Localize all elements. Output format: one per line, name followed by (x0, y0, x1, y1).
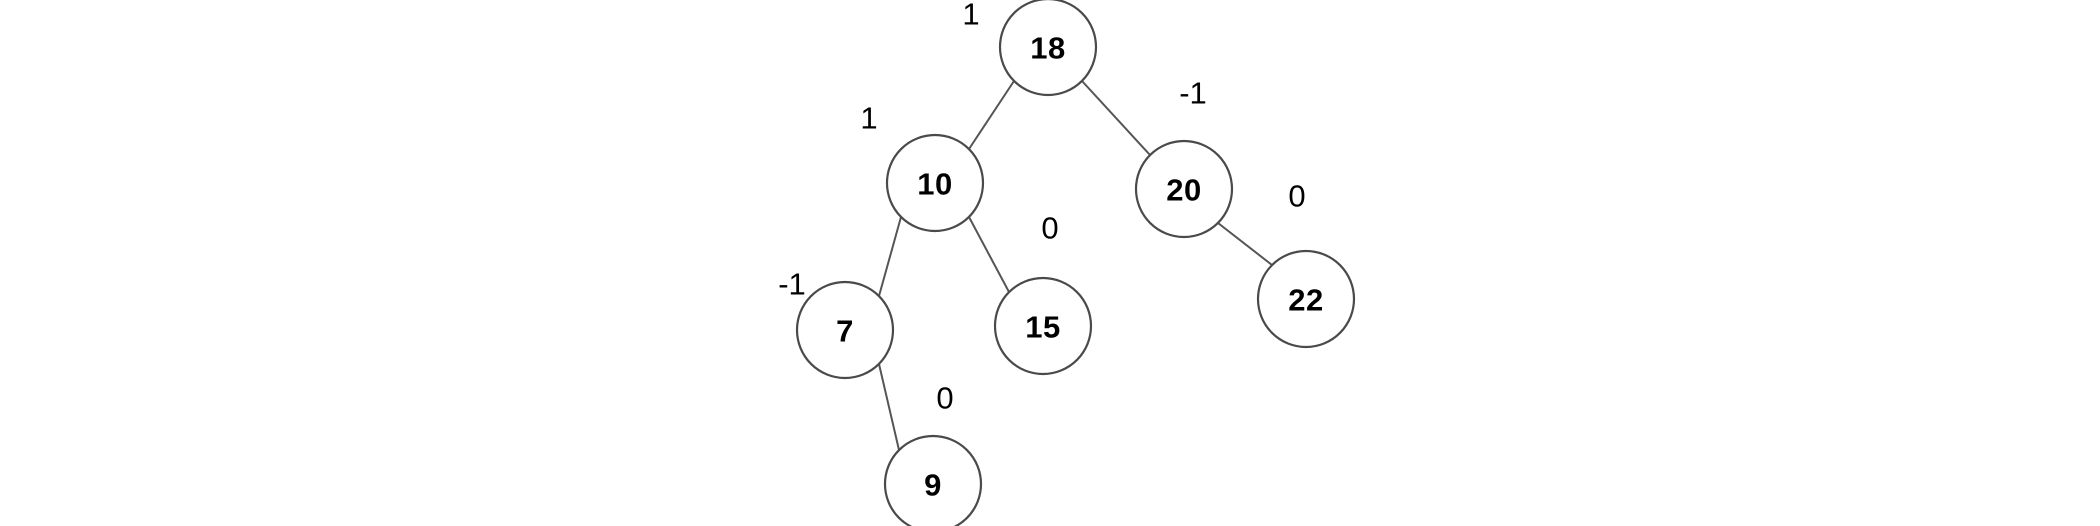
tree-edge (968, 80, 1015, 150)
node-circle[interactable] (1256, 249, 1356, 349)
node-circle[interactable] (993, 276, 1093, 376)
node-circle[interactable] (883, 434, 983, 526)
tree-node[interactable]: 18 (998, 0, 1098, 97)
node-key-label: 15 (1025, 310, 1060, 345)
node-key-label: 7 (836, 314, 854, 349)
node-circle[interactable] (885, 133, 985, 233)
balance-factor-label: 0 (936, 381, 953, 416)
tree-node[interactable]: 7 (795, 280, 895, 380)
balance-factor-label: -1 (778, 267, 806, 302)
balance-factor-label: 0 (1041, 211, 1058, 246)
node-circle[interactable] (795, 280, 895, 380)
node-key-label: 22 (1288, 283, 1323, 318)
tree-edge (1217, 222, 1273, 266)
balance-factor-label: 1 (962, 0, 979, 32)
node-circle[interactable] (998, 0, 1098, 97)
tree-node[interactable]: 9 (883, 434, 983, 526)
node-key-label: 18 (1030, 31, 1065, 66)
tree-node[interactable]: 20 (1134, 139, 1234, 239)
balance-factor-label: 0 (1288, 179, 1305, 214)
node-circle[interactable] (1134, 139, 1234, 239)
edges-group (878, 80, 1273, 451)
tree-node[interactable]: 22 (1256, 249, 1356, 349)
tree-node[interactable]: 10 (885, 133, 985, 233)
tree-node[interactable]: 15 (993, 276, 1093, 376)
node-key-label: 20 (1166, 173, 1201, 208)
tree-edge (878, 216, 902, 297)
tree-edge (968, 216, 1010, 293)
balance-factor-label: 1 (860, 101, 877, 136)
node-key-label: 10 (917, 167, 952, 202)
balance-factor-label: -1 (1179, 76, 1207, 111)
tree-edge (878, 363, 900, 451)
node-key-label: 9 (924, 468, 942, 503)
tree-edge (1081, 80, 1151, 156)
balance-factor-group: 1 1 -1 -1 0 0 0 (778, 0, 1305, 416)
